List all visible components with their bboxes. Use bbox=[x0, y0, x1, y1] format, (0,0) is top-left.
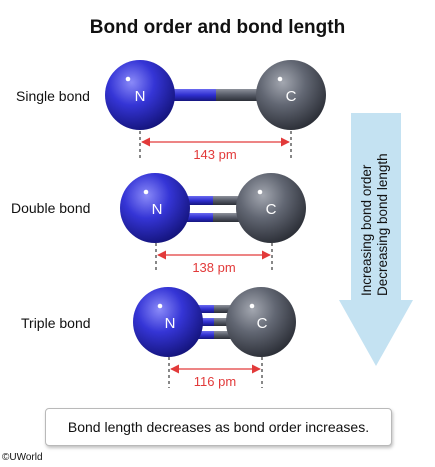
trend-arrow-shape bbox=[339, 113, 413, 366]
trend-arrow-line2: Decreasing bond length bbox=[375, 153, 390, 296]
carbon-atom bbox=[256, 60, 326, 130]
triple-bond-distance: 116 pm bbox=[168, 357, 263, 389]
atom-label-c: C bbox=[266, 201, 277, 218]
atom-label-c: C bbox=[286, 88, 297, 105]
row-label-triple-bond: Triple bond bbox=[21, 315, 91, 331]
page-title: Bond order and bond length bbox=[89, 17, 346, 38]
nitrogen-atom bbox=[133, 287, 203, 357]
double-bond-molecule: N C bbox=[120, 173, 306, 243]
atom-label-n: N bbox=[135, 88, 146, 105]
atom-label-n: N bbox=[165, 315, 176, 332]
nitrogen-atom bbox=[105, 60, 175, 130]
lone-dot-n bbox=[125, 76, 131, 82]
lone-dot-c bbox=[249, 303, 255, 309]
single-bond-molecule: N C bbox=[105, 60, 326, 130]
distance-label-double: 138 pm bbox=[192, 260, 235, 275]
lone-dot-c bbox=[257, 189, 263, 195]
trend-arrow: Increasing bond order Decreasing bond le… bbox=[339, 113, 413, 366]
summary-box: Bond length decreases as bond order incr… bbox=[45, 408, 392, 446]
summary-text: Bond length decreases as bond order incr… bbox=[67, 419, 370, 435]
trend-arrow-line1: Increasing bond order bbox=[359, 164, 374, 296]
row-label-double-bond: Double bond bbox=[11, 200, 91, 216]
carbon-atom bbox=[236, 173, 306, 243]
atom-label-c: C bbox=[257, 315, 268, 332]
lone-dot-n bbox=[143, 189, 149, 195]
double-bond-distance: 138 pm bbox=[155, 243, 273, 275]
bond-diagram: N C 143 pm N C 138 pm N bbox=[105, 60, 413, 389]
triple-bond-molecule: N C bbox=[133, 287, 296, 357]
copyright-label: ©UWorld bbox=[2, 452, 43, 463]
atom-label-n: N bbox=[152, 201, 163, 218]
lone-dot-c bbox=[277, 76, 283, 82]
lone-dot-n bbox=[157, 303, 163, 309]
row-label-single-bond: Single bond bbox=[16, 88, 90, 104]
distance-label-triple: 116 pm bbox=[194, 374, 236, 389]
carbon-atom bbox=[226, 287, 296, 357]
distance-label-single: 143 pm bbox=[193, 147, 236, 162]
nitrogen-atom bbox=[120, 173, 190, 243]
single-bond-distance: 143 pm bbox=[139, 131, 292, 162]
